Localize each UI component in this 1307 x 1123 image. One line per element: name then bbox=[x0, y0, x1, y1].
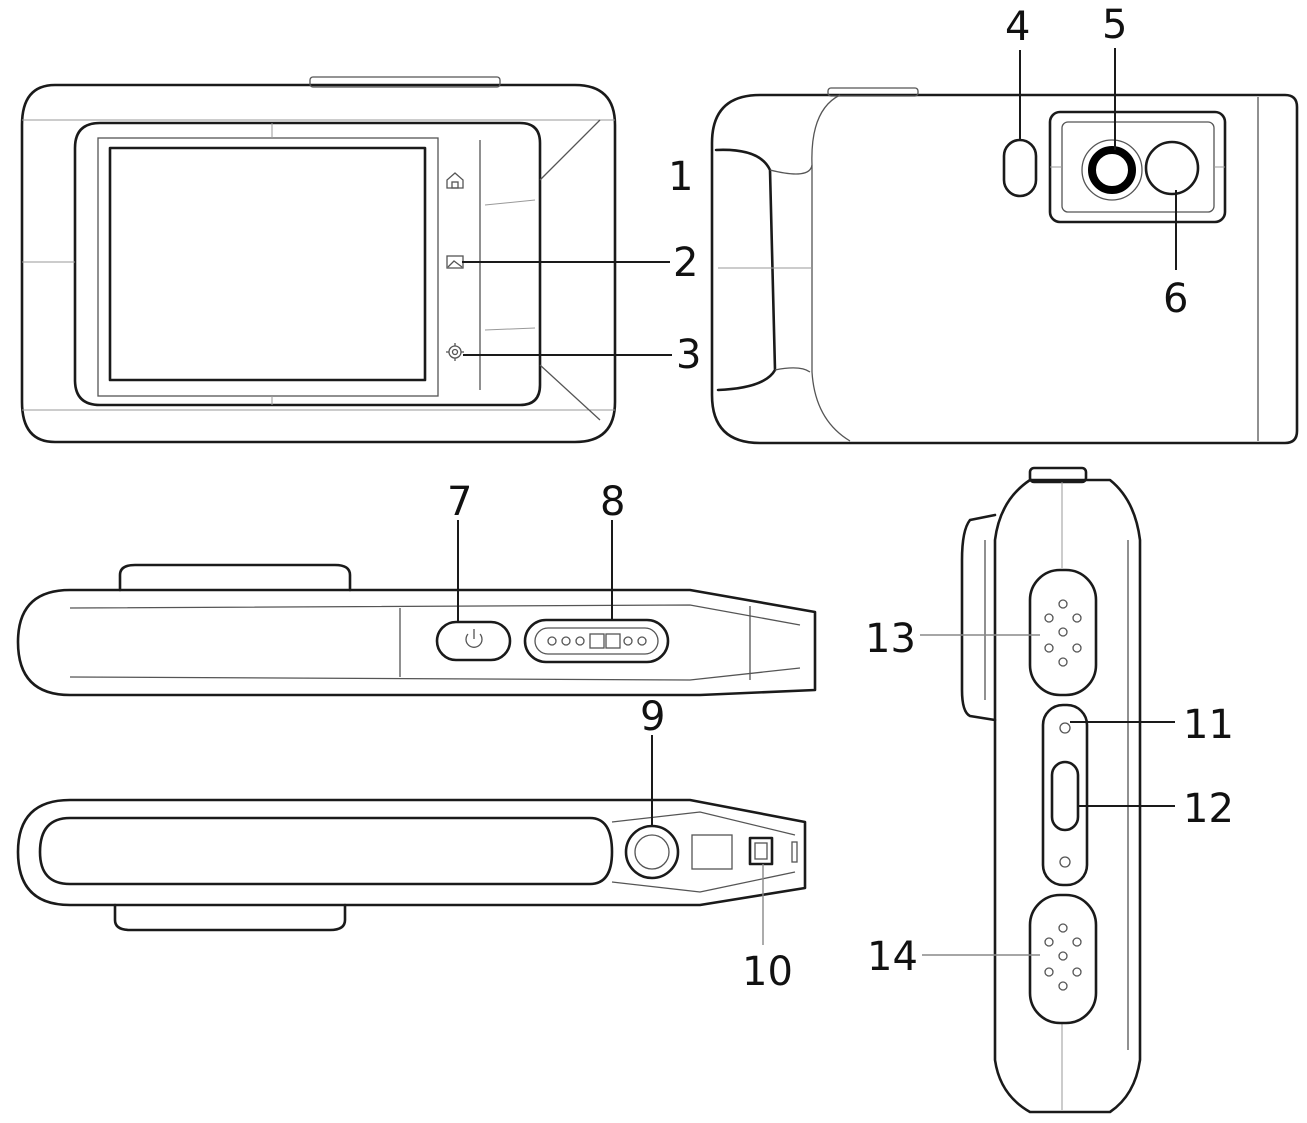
power-button[interactable] bbox=[435, 620, 512, 662]
home-icon[interactable] bbox=[446, 172, 464, 189]
settings-gear-icon[interactable] bbox=[446, 343, 464, 361]
slide-switch[interactable] bbox=[1050, 760, 1080, 832]
callout-3: 3 bbox=[676, 332, 701, 378]
vent-grille bbox=[523, 618, 670, 664]
usb-port bbox=[748, 836, 774, 866]
back-view bbox=[710, 48, 1299, 445]
speaker-top bbox=[1028, 568, 1098, 697]
callout-labels: 1 2 3 4 5 6 7 8 9 10 11 12 13 14 bbox=[447, 2, 1234, 995]
callout-13: 13 bbox=[865, 616, 916, 662]
side-view bbox=[920, 466, 1175, 1114]
image-gallery-icon[interactable] bbox=[446, 255, 464, 269]
callout-12: 12 bbox=[1183, 786, 1234, 832]
callout-7: 7 bbox=[447, 479, 472, 525]
callout-1: 1 bbox=[668, 154, 693, 200]
flashlight bbox=[1002, 138, 1038, 198]
callout-10: 10 bbox=[742, 949, 793, 995]
thermal-lens bbox=[1081, 139, 1143, 201]
callout-11: 11 bbox=[1183, 702, 1234, 748]
display-screen bbox=[108, 146, 427, 382]
callout-4: 4 bbox=[1005, 4, 1030, 50]
power-icon bbox=[465, 629, 483, 648]
speaker-bottom bbox=[1028, 893, 1098, 1025]
callout-5: 5 bbox=[1102, 2, 1127, 48]
tripod-mount bbox=[624, 824, 680, 880]
front-view bbox=[20, 76, 672, 444]
callout-6: 6 bbox=[1163, 276, 1188, 322]
visual-camera-lens bbox=[1144, 140, 1200, 196]
callout-2: 2 bbox=[673, 240, 698, 286]
bottom-view bbox=[16, 735, 807, 945]
top-view bbox=[16, 520, 817, 697]
callout-8: 8 bbox=[600, 479, 625, 525]
callout-14: 14 bbox=[867, 934, 918, 980]
indicator-hole bbox=[1059, 722, 1071, 734]
callout-9: 9 bbox=[640, 694, 665, 740]
